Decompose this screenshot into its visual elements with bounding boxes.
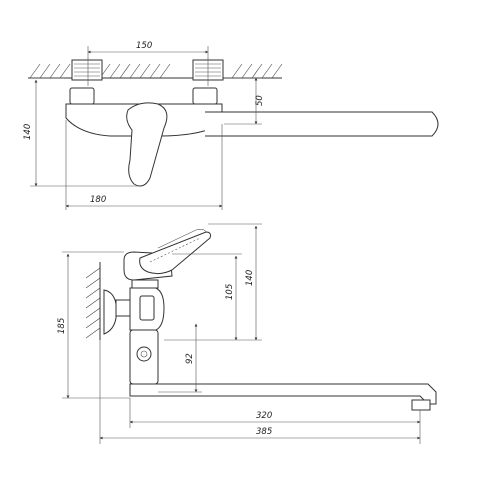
top-view: 150 50 140 180 [23, 41, 439, 210]
connector-left [69, 59, 103, 105]
wall-hatch-side [85, 267, 101, 339]
dim-50: 50 [255, 95, 265, 106]
dim-185: 185 [57, 318, 67, 334]
spout-side [129, 383, 437, 405]
dim-150: 150 [136, 41, 152, 51]
dim-180: 180 [90, 195, 106, 205]
dim-320: 320 [256, 411, 272, 421]
wall-flange [103, 289, 117, 335]
lever-top [126, 102, 168, 187]
lever-side [139, 231, 211, 275]
aerator [411, 399, 431, 411]
side-view: 140 105 92 185 320 385 [57, 223, 437, 444]
spout-top [205, 111, 439, 137]
dim-385: 385 [256, 427, 272, 437]
wall-hatch-top [29, 63, 283, 79]
connector-side [115, 299, 131, 317]
dim-140-side: 140 [245, 270, 255, 286]
diverter-knob [136, 346, 152, 362]
dim-140-top: 140 [23, 124, 33, 140]
dim-105: 105 [225, 284, 235, 300]
dim-92: 92 [185, 353, 195, 364]
